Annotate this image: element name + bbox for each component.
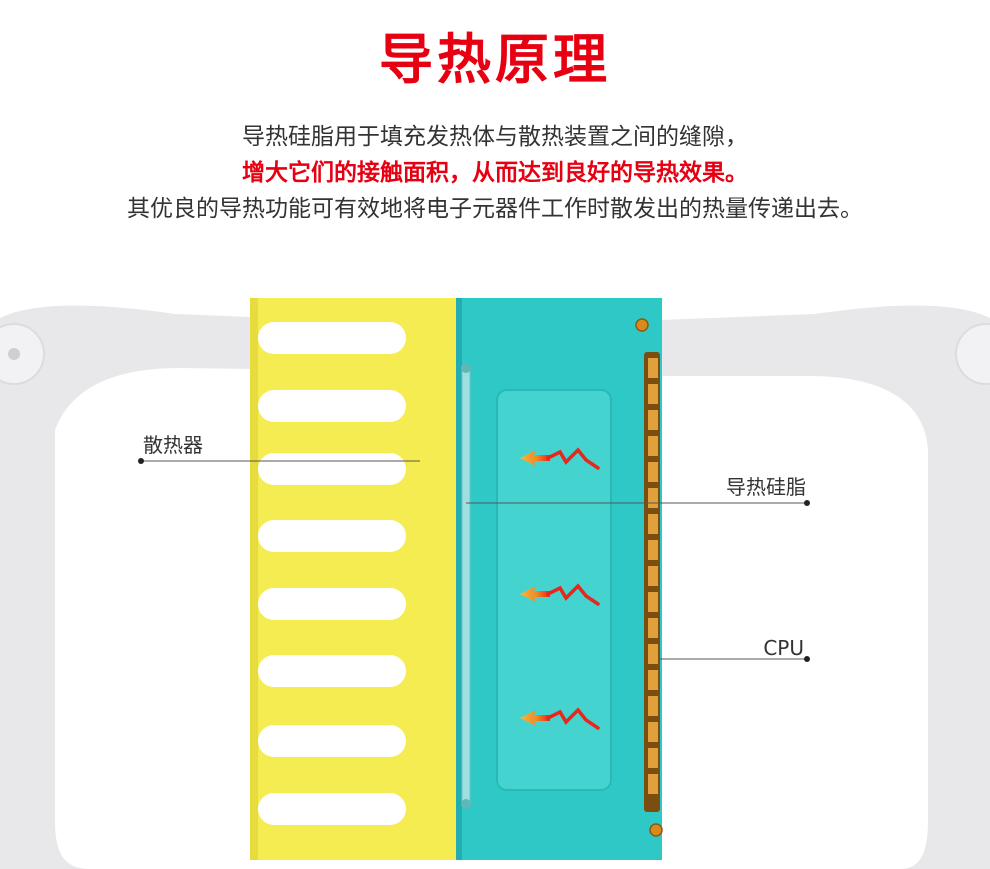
description-line-2-highlight: 增大它们的接触面积，从而达到良好的导热效果。 [242, 160, 748, 186]
thermal-paste [456, 298, 663, 860]
callout-heatsink: 散热器 [138, 433, 420, 464]
heatsink [250, 298, 456, 860]
page-title: 导热原理 [379, 28, 611, 91]
callout-thermal-paste: 导热硅脂 [466, 475, 810, 506]
cpu-pins [644, 352, 660, 812]
description-line-3: 其优良的导热功能可有效地将电子元器件工作时散发出的热量传递出去。 [127, 196, 863, 222]
label-thermal-paste: 导热硅脂 [726, 475, 806, 499]
callout-cpu: CPU [660, 636, 810, 662]
label-heatsink: 散热器 [143, 433, 203, 457]
description-line-1: 导热硅脂用于填充发热体与散热装置之间的缝隙， [242, 124, 748, 150]
label-cpu: CPU [763, 636, 804, 660]
